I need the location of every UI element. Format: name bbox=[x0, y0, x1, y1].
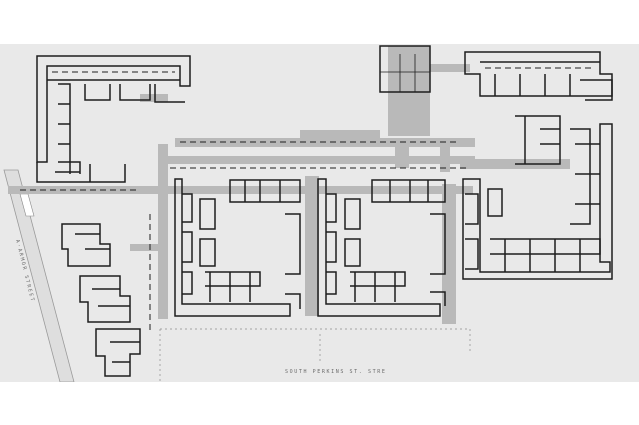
block-upper-left bbox=[36, 55, 191, 163]
block-lower-left-1 bbox=[61, 223, 111, 267]
left-street bbox=[3, 169, 75, 382]
block-lower-left-3 bbox=[95, 328, 141, 377]
building-blocks bbox=[36, 45, 613, 377]
quad-left bbox=[174, 178, 291, 317]
block-lower-left-2 bbox=[79, 275, 131, 323]
quad-middle bbox=[317, 178, 441, 317]
quad-right bbox=[462, 123, 613, 280]
central-building bbox=[379, 45, 431, 93]
dashed-paths bbox=[20, 67, 595, 334]
street-label-bottom: SOUTH PERKINS ST. STRE bbox=[285, 369, 386, 375]
site-plan-drawing: SOUTH PERKINS ST. STRE A·ARMOR STREET bbox=[0, 44, 639, 382]
site-boundary bbox=[159, 328, 471, 382]
